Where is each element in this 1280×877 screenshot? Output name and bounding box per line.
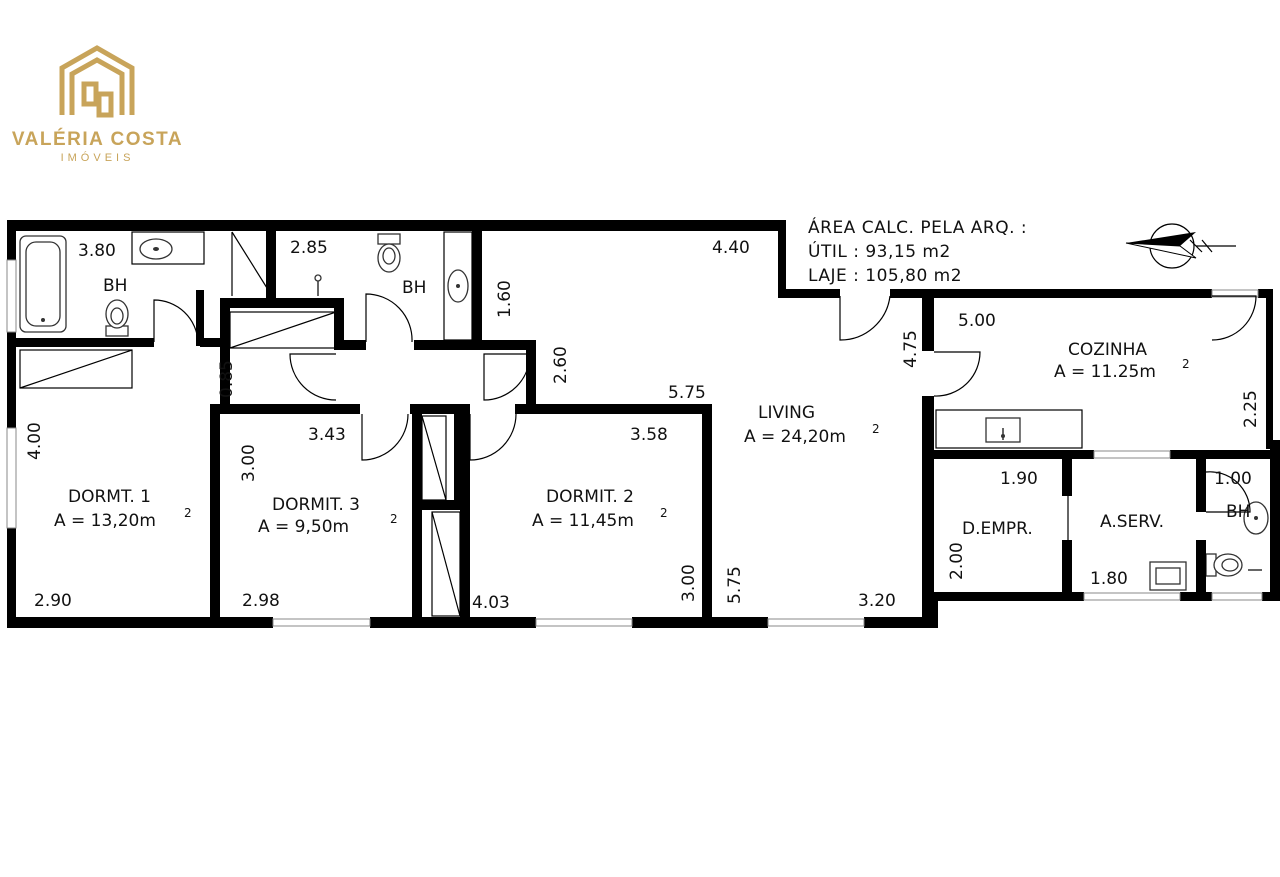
dim-160: 1.60	[495, 280, 515, 318]
room-label-dormt3: DORMIT. 3	[272, 495, 360, 515]
dim-343: 3.43	[308, 425, 346, 445]
dim-400: 4.00	[25, 422, 45, 460]
room-area-sup-dormt2: 2	[660, 506, 668, 520]
dim-575-h: 5.75	[668, 383, 706, 403]
room-label-dormt1: DORMT. 1	[68, 487, 151, 507]
doors	[153, 293, 1257, 540]
dim-380: 3.80	[78, 241, 116, 261]
area-note-line3: LAJE : 105,80 m2	[808, 266, 962, 286]
room-label-bh2: BH	[402, 278, 426, 298]
room-area-dormt1: A = 13,20m	[54, 511, 156, 531]
sink-bh2	[443, 231, 473, 341]
dim-200: 2.00	[947, 542, 967, 580]
area-note-line2: ÚTIL : 93,15 m2	[808, 240, 951, 262]
brand-logo: VALÉRIA COSTA IMÓVEIS	[0, 40, 195, 164]
dim-475: 4.75	[901, 330, 921, 368]
room-label-aserv: A.SERV.	[1100, 512, 1164, 532]
house-outline-logo-icon	[59, 45, 135, 118]
kitchen-counter	[935, 409, 1083, 449]
shower-line-bh1	[231, 231, 273, 297]
room-label-living: LIVING	[758, 403, 815, 423]
dim-290: 2.90	[34, 591, 72, 611]
north-arrow-icon	[1125, 223, 1236, 269]
closet-dormt1	[19, 349, 133, 389]
dim-190: 1.90	[1000, 469, 1038, 489]
dimension-labels: 3.80 2.85 4.40 5.75 3.43 3.58 2.90 2.98 …	[25, 238, 1261, 613]
toilet-bh3	[1205, 553, 1243, 577]
toilet-bh2	[377, 233, 401, 273]
dim-403: 4.03	[472, 593, 510, 613]
dim-100: 1.00	[1214, 469, 1252, 489]
dim-320: 3.20	[858, 591, 896, 611]
walls	[7, 220, 1280, 628]
room-area-cozinha: A = 11.25m	[1054, 362, 1156, 382]
dim-085: 0.85	[217, 360, 237, 398]
room-area-sup-cozinha: 2	[1182, 357, 1190, 371]
dim-285: 2.85	[290, 238, 328, 258]
dim-225: 2.25	[1241, 390, 1261, 428]
room-label-cozinha: COZINHA	[1068, 340, 1147, 360]
room-area-living: A = 24,20m	[744, 427, 846, 447]
room-area-sup-living: 2	[872, 422, 880, 436]
brand-subtitle: IMÓVEIS	[60, 152, 135, 164]
room-label-dempr: D.EMPR.	[962, 519, 1033, 539]
dim-300-a: 3.00	[239, 444, 259, 482]
room-label-bh1: BH	[103, 276, 127, 296]
room-area-dormt3: A = 9,50m	[258, 517, 349, 537]
sink-bh1	[131, 231, 205, 265]
kitchen-sink	[985, 417, 1021, 443]
room-label-bh3: BH	[1226, 502, 1250, 522]
room-label-dormt2: DORMIT. 2	[546, 487, 634, 507]
dim-260: 2.60	[551, 346, 571, 384]
dim-298: 2.98	[242, 591, 280, 611]
room-area-dormt2: A = 11,45m	[532, 511, 634, 531]
dim-300-b: 3.00	[679, 564, 699, 602]
dim-575-v: 5.75	[725, 566, 745, 604]
laundry-sink	[1149, 561, 1187, 591]
toilet-bh1	[105, 299, 129, 337]
bathtub	[19, 235, 67, 333]
dim-440: 4.40	[712, 238, 750, 258]
room-area-sup-dormt3: 2	[390, 512, 398, 526]
area-note-line1: ÁREA CALC. PELA ARQ. :	[808, 216, 1027, 238]
room-area-sup-dormt1: 2	[184, 506, 192, 520]
windows	[6, 259, 1263, 627]
dim-180: 1.80	[1090, 569, 1128, 589]
dim-500: 5.00	[958, 311, 996, 331]
brand-name: VALÉRIA COSTA	[11, 129, 184, 150]
dim-358: 3.58	[630, 425, 668, 445]
